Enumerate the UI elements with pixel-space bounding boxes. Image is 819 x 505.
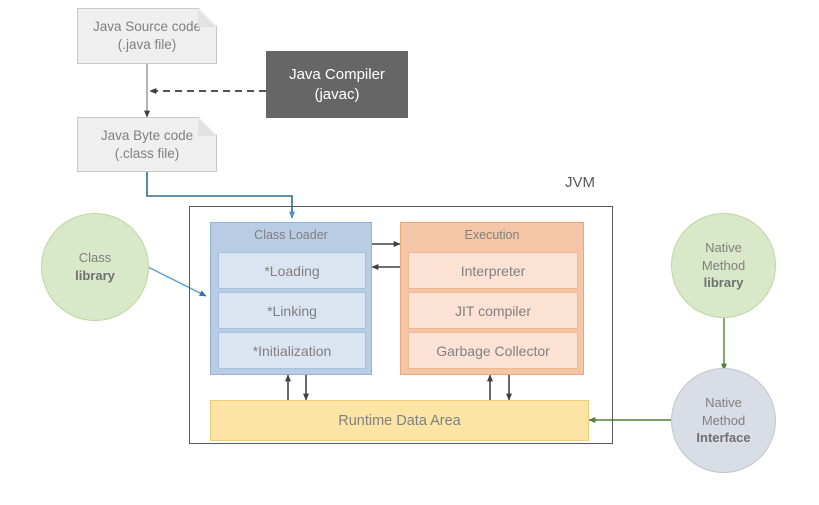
java-source-code-line1: Java Source code xyxy=(92,19,202,35)
execution-item-garbage-collector-label: Garbage Collector xyxy=(436,342,550,359)
execution-title: Execution xyxy=(464,228,520,242)
java-compiler-line1: Java Compiler xyxy=(289,65,385,83)
class-library-line2: library xyxy=(75,268,115,283)
class-library-circle: Class library xyxy=(41,213,149,321)
jvm-label: JVM xyxy=(565,174,595,191)
java-source-code-line2: (.java file) xyxy=(117,37,177,52)
java-byte-code-box: Java Byte code (.class file) xyxy=(77,117,217,172)
class-loader-item-initialization: *Initialization xyxy=(218,332,366,369)
native-method-library-line3: library xyxy=(703,275,744,291)
execution-item-jit-compiler: JIT compiler xyxy=(408,292,578,329)
execution-item-interpreter: Interpreter xyxy=(408,252,578,289)
java-compiler-box: Java Compiler (javac) xyxy=(266,51,408,118)
document-fold-corner xyxy=(198,9,216,27)
java-byte-code-line1: Java Byte code xyxy=(100,127,194,143)
class-loader-item-linking: *Linking xyxy=(218,292,366,329)
execution-item-jit-compiler-label: JIT compiler xyxy=(455,302,531,319)
native-method-library-line1: Native xyxy=(705,240,742,256)
class-library-line1: Class xyxy=(78,250,112,266)
runtime-data-area-box: Runtime Data Area xyxy=(210,400,589,441)
jvm-boundary-box xyxy=(189,206,613,444)
document-fold-corner xyxy=(198,118,216,136)
runtime-data-area-label: Runtime Data Area xyxy=(338,412,461,429)
class-loader-item-linking-label: *Linking xyxy=(267,302,317,319)
native-method-library-circle: Native Method library xyxy=(671,213,776,318)
native-method-interface-line3: Interface xyxy=(696,430,751,446)
class-loader-panel: Class Loader *Loading *Linking *Initiali… xyxy=(210,222,372,375)
execution-item-garbage-collector: Garbage Collector xyxy=(408,332,578,369)
class-loader-item-initialization-label: *Initialization xyxy=(252,342,332,359)
native-method-interface-line1: Native xyxy=(705,395,742,411)
java-compiler-line2: (javac) xyxy=(314,85,360,103)
class-loader-item-loading: *Loading xyxy=(218,252,366,289)
class-loader-item-loading-label: *Loading xyxy=(264,262,320,279)
native-method-interface-circle: Native Method Interface xyxy=(671,368,776,473)
native-method-library-line2: Method xyxy=(701,257,746,273)
execution-item-interpreter-label: Interpreter xyxy=(460,262,526,279)
java-byte-code-line2: (.class file) xyxy=(114,145,180,161)
execution-panel: Execution Interpreter JIT compiler Garba… xyxy=(400,222,584,375)
native-method-interface-line2: Method xyxy=(701,412,746,428)
class-loader-title: Class Loader xyxy=(254,228,328,242)
java-source-code-box: Java Source code (.java file) xyxy=(77,8,217,64)
